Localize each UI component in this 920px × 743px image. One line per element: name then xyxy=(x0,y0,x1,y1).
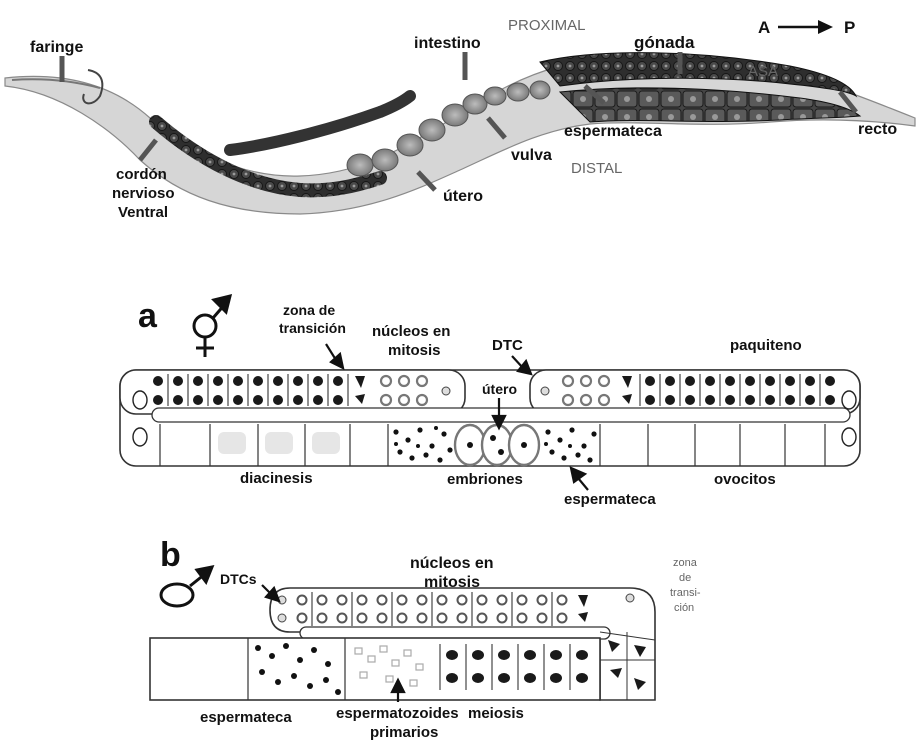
axis-indicator: A P xyxy=(758,18,855,37)
hermaphrodite-symbol-icon xyxy=(194,296,230,357)
label-a-zona-2: transición xyxy=(279,320,346,336)
label-a-espermateca: espermateca xyxy=(564,491,656,508)
label-a-diacinesis: diacinesis xyxy=(240,470,313,487)
label-vulva: vulva xyxy=(511,147,552,164)
label-a-zona-1: zona de xyxy=(283,302,335,318)
label-b-espermateca: espermateca xyxy=(200,709,292,726)
label-a-ovocitos: ovocitos xyxy=(714,471,776,488)
label-b-nucleos-1: núcleos en xyxy=(410,555,494,572)
label-b-meiosis: meiosis xyxy=(468,705,524,722)
label-espermateca-worm: espermateca xyxy=(564,123,662,140)
label-b-zona-1: zona xyxy=(673,557,698,569)
label-cordon-2: nervioso xyxy=(112,185,175,202)
label-a-nucleos-2: mitosis xyxy=(388,342,441,359)
label-a-dtc: DTC xyxy=(492,337,523,354)
label-intestino: intestino xyxy=(414,35,481,52)
label-recto: recto xyxy=(858,121,897,138)
label-asa: ASA xyxy=(748,63,778,80)
label-a-paquiteno: paquiteno xyxy=(730,337,802,354)
panel-b-letter: b xyxy=(160,536,181,574)
label-distal: DISTAL xyxy=(571,160,622,177)
label-a-utero: útero xyxy=(482,381,517,397)
label-a-embriones: embriones xyxy=(447,471,523,488)
label-faringe: faringe xyxy=(30,39,83,56)
axis-p: P xyxy=(844,18,855,37)
intestine xyxy=(230,96,410,150)
label-b-dtcs: DTCs xyxy=(220,571,257,587)
label-b-zona-3: transi- xyxy=(670,587,701,599)
label-cordon-1: cordón xyxy=(116,166,167,183)
label-proximal: PROXIMAL xyxy=(508,17,586,34)
panel-a-letter: a xyxy=(138,297,158,335)
panel-b: b xyxy=(150,536,701,741)
label-b-nucleos-2: mitosis xyxy=(424,574,480,591)
label-b-espermatozoides-2: primarios xyxy=(370,724,438,741)
label-b-espermatozoides-1: espermatozoides xyxy=(336,705,459,722)
label-b-zona-2: de xyxy=(679,572,691,584)
label-a-nucleos-1: núcleos en xyxy=(372,323,450,340)
axis-arrow-icon xyxy=(818,20,833,34)
label-b-zona-4: ción xyxy=(674,602,694,614)
label-utero-worm: útero xyxy=(443,188,483,205)
panel-a-oocyte-blobs xyxy=(218,432,340,454)
panel-a: a xyxy=(120,296,860,508)
axis-a: A xyxy=(758,18,770,37)
label-cordon-3: Ventral xyxy=(118,204,168,221)
label-gonada: gónada xyxy=(634,33,695,52)
